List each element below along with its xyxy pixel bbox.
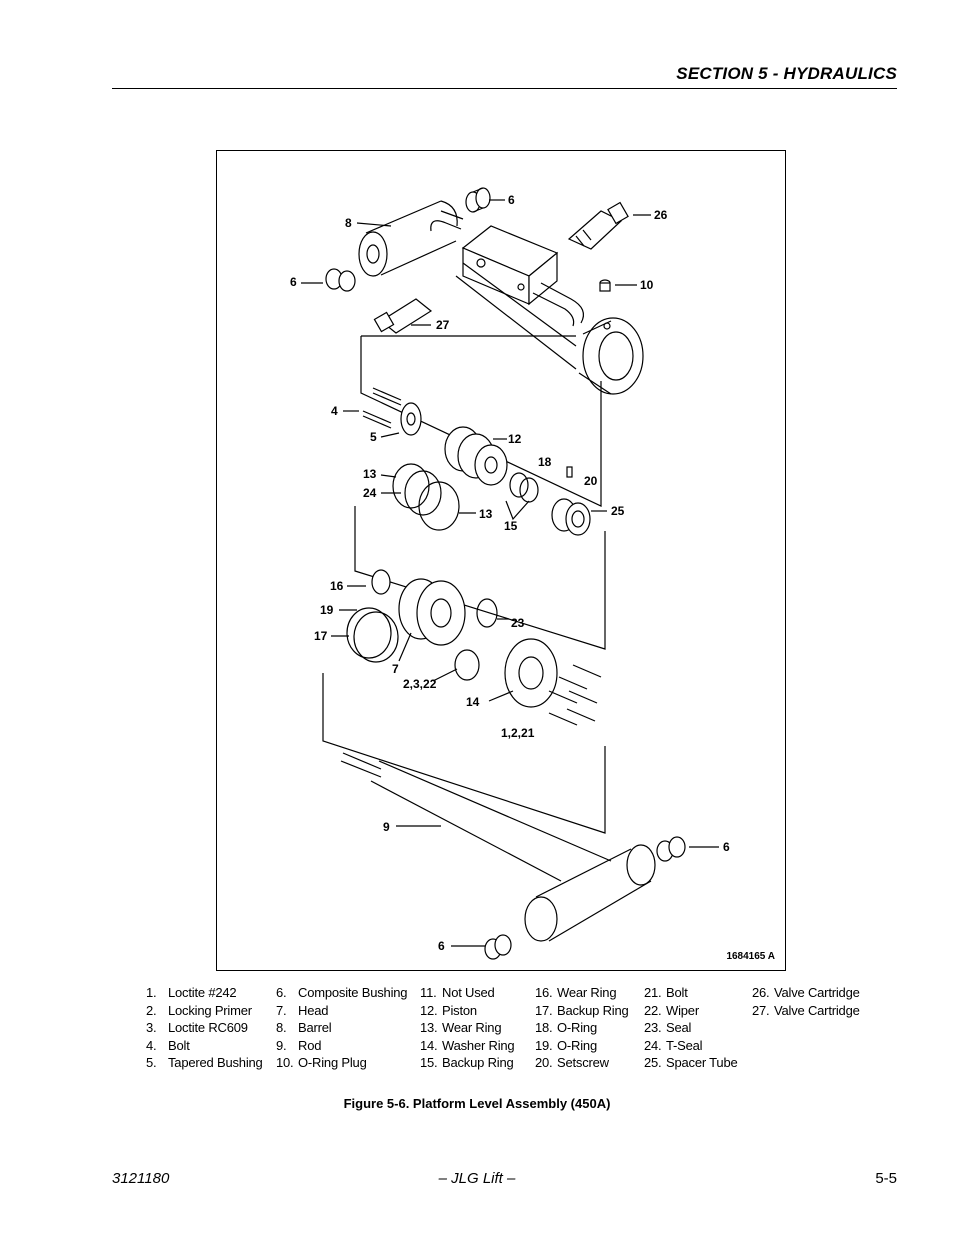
legend-column-1: 1.Loctite #242 2.Locking Primer 3.Loctit… (146, 985, 263, 1073)
callout-12: 12 (508, 432, 522, 446)
legend-column-6: 26.Valve Cartridge 27.Valve Cartridge (752, 985, 860, 1020)
footer-doc-number: 3121180 (112, 1170, 170, 1187)
composite-bushing-bottom (484, 836, 686, 960)
legend-item: 16.Wear Ring (535, 985, 617, 1000)
callout-14: 14 (466, 695, 480, 709)
legend-item: 1.Loctite #242 (146, 985, 237, 1000)
callout-19: 19 (320, 603, 334, 617)
legend-item: 25.Spacer Tube (644, 1055, 738, 1070)
legend-item: 7.Head (276, 1002, 329, 1018)
barrel (358, 200, 644, 395)
bolts-and-tapered-bushing (362, 387, 422, 436)
callout-7: 7 (392, 662, 399, 676)
callout-16: 16 (330, 579, 344, 593)
callout-1-2-21: 1,2,21 (501, 726, 535, 740)
legend-item: 11.Not Used (420, 985, 495, 1000)
legend-item: 2.Locking Primer (146, 1002, 252, 1018)
legend-item: 6.Composite Bushing (276, 985, 408, 1000)
callout-17: 17 (314, 629, 328, 643)
legend-item: 17.Backup Ring (535, 1002, 629, 1018)
flange-bolts (548, 664, 602, 726)
legend-item: 27.Valve Cartridge (752, 1002, 860, 1018)
composite-bushing-top (465, 187, 491, 213)
callout-26: 26 (654, 208, 668, 222)
spacer-tube (551, 498, 591, 536)
callout-18: 18 (538, 455, 552, 469)
legend-item: 23.Seal (644, 1020, 692, 1035)
footer-center: – JLG Lift – (438, 1170, 516, 1187)
legend-item: 8.Barrel (276, 1020, 332, 1035)
legend-item: 18.O-Ring (535, 1020, 597, 1035)
o-ring-plug (599, 279, 611, 292)
legend-item: 22.Wiper (644, 1002, 699, 1018)
legend-item: 10.O-Ring Plug (276, 1055, 367, 1070)
legend-item: 19.O-Ring (535, 1037, 597, 1053)
legend-item: 3.Loctite RC609 (146, 1020, 248, 1035)
legend-item: 9.Rod (276, 1037, 322, 1053)
legend-item: 26.Valve Cartridge (752, 985, 860, 1000)
callout-13-right: 13 (479, 507, 493, 521)
washer-ring (504, 638, 558, 708)
callout-6-left: 6 (290, 275, 297, 289)
figure-caption: Figure 5-6. Platform Level Assembly (450… (343, 1096, 611, 1111)
callout-27: 27 (436, 318, 450, 332)
legend-item: 4.Bolt (146, 1037, 190, 1053)
rod (340, 752, 656, 942)
legend-item: 5.Tapered Bushing (146, 1055, 263, 1070)
header-rule (112, 88, 897, 89)
callout-2-3-22: 2,3,22 (403, 677, 437, 691)
head (346, 569, 498, 681)
exploded-guide-middle (354, 506, 606, 650)
figure-frame: 8 6 26 6 10 27 4 5 12 18 13 20 24 25 13 … (216, 150, 786, 971)
legend-item: 15.Backup Ring (420, 1055, 514, 1070)
legend-column-5: 21.Bolt 22.Wiper 23.Seal 24.T-Seal 25.Sp… (644, 985, 738, 1073)
callout-4: 4 (331, 404, 338, 418)
setscrew (566, 466, 573, 478)
callout-10: 10 (640, 278, 654, 292)
callout-6-right: 6 (723, 840, 730, 854)
exploded-guide-lower (322, 673, 606, 834)
footer-page-number: 5-5 (875, 1170, 897, 1187)
callout-5: 5 (370, 430, 377, 444)
valve-cartridge-26 (567, 201, 629, 250)
legend-item: 14.Washer Ring (420, 1037, 515, 1053)
callout-13-left: 13 (363, 467, 377, 481)
legend-column-2: 6.Composite Bushing 7.Head 8.Barrel 9.Ro… (276, 985, 408, 1073)
legend-item: 13.Wear Ring (420, 1020, 502, 1035)
callout-6-bottom: 6 (438, 939, 445, 953)
callout-6-top: 6 (508, 193, 515, 207)
legend-column-3: 11.Not Used 12.Piston 13.Wear Ring 14.Wa… (420, 985, 515, 1073)
callout-25: 25 (611, 504, 625, 518)
leader-lines (301, 199, 719, 947)
valve-cartridge-27 (373, 298, 433, 334)
legend-item: 21.Bolt (644, 985, 688, 1000)
callout-15: 15 (504, 519, 518, 533)
legend-item: 12.Piston (420, 1002, 477, 1018)
legend-item: 20.Setscrew (535, 1055, 609, 1070)
wear-ring-and-t-seal (392, 463, 460, 531)
legend-column-4: 16.Wear Ring 17.Backup Ring 18.O-Ring 19… (535, 985, 629, 1073)
callout-8: 8 (345, 216, 352, 230)
callout-20: 20 (584, 474, 598, 488)
callout-23: 23 (511, 616, 525, 630)
composite-bushing-left (325, 268, 356, 292)
piston (444, 426, 508, 486)
drawing-number: 1684165 A (726, 951, 775, 962)
section-title: SECTION 5 - HYDRAULICS (676, 64, 897, 83)
legend-item: 24.T-Seal (644, 1037, 703, 1053)
callout-9: 9 (383, 820, 390, 834)
callout-24: 24 (363, 486, 377, 500)
assembly-drawing (301, 187, 719, 960)
backup-rings (505, 472, 539, 521)
